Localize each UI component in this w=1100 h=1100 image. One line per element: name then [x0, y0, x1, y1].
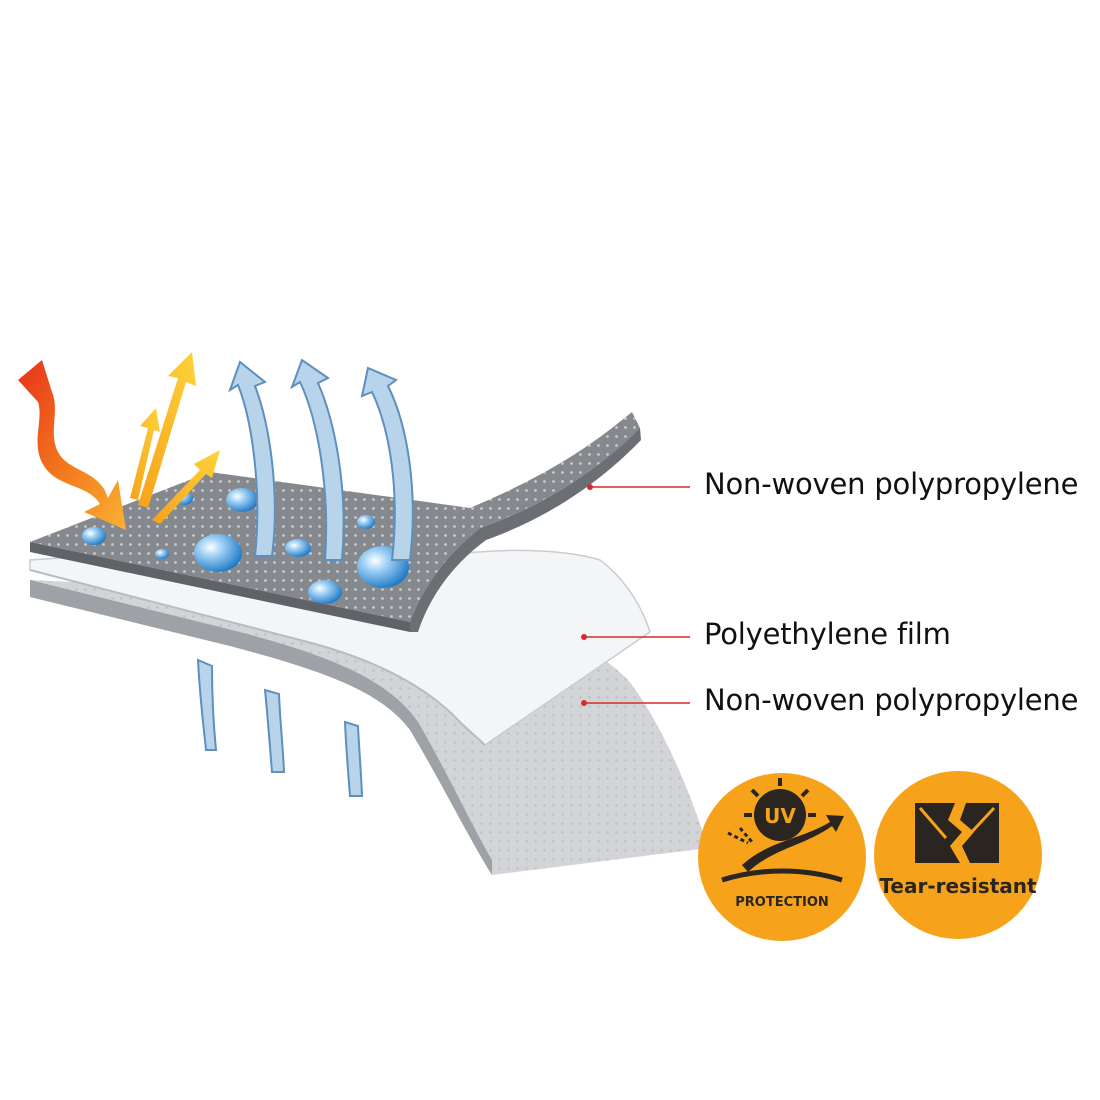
heat-reflection-arrows	[18, 352, 220, 530]
tear-resistant-badge: Tear-resistant	[874, 771, 1042, 939]
leader-lines	[581, 484, 690, 706]
sun-icon	[744, 778, 816, 841]
label-bottom-polypropylene: Non-woven polypropylene	[704, 683, 1079, 717]
vapor-arrows-below	[196, 658, 364, 797]
label-polyethylene-film: Polyethylene film	[704, 617, 951, 651]
tear-badge-label: Tear-resistant	[879, 874, 1037, 898]
uv-icon-text: UV	[764, 804, 796, 828]
uv-protection-badge: UV PROTECTION	[698, 773, 866, 941]
uv-badge-label: PROTECTION	[735, 895, 829, 910]
label-top-polypropylene: Non-woven polypropylene	[704, 467, 1079, 501]
tear-icon	[915, 803, 999, 863]
polyethylene-film-layer	[29, 549, 651, 746]
vapor-arrows-up	[228, 358, 414, 561]
